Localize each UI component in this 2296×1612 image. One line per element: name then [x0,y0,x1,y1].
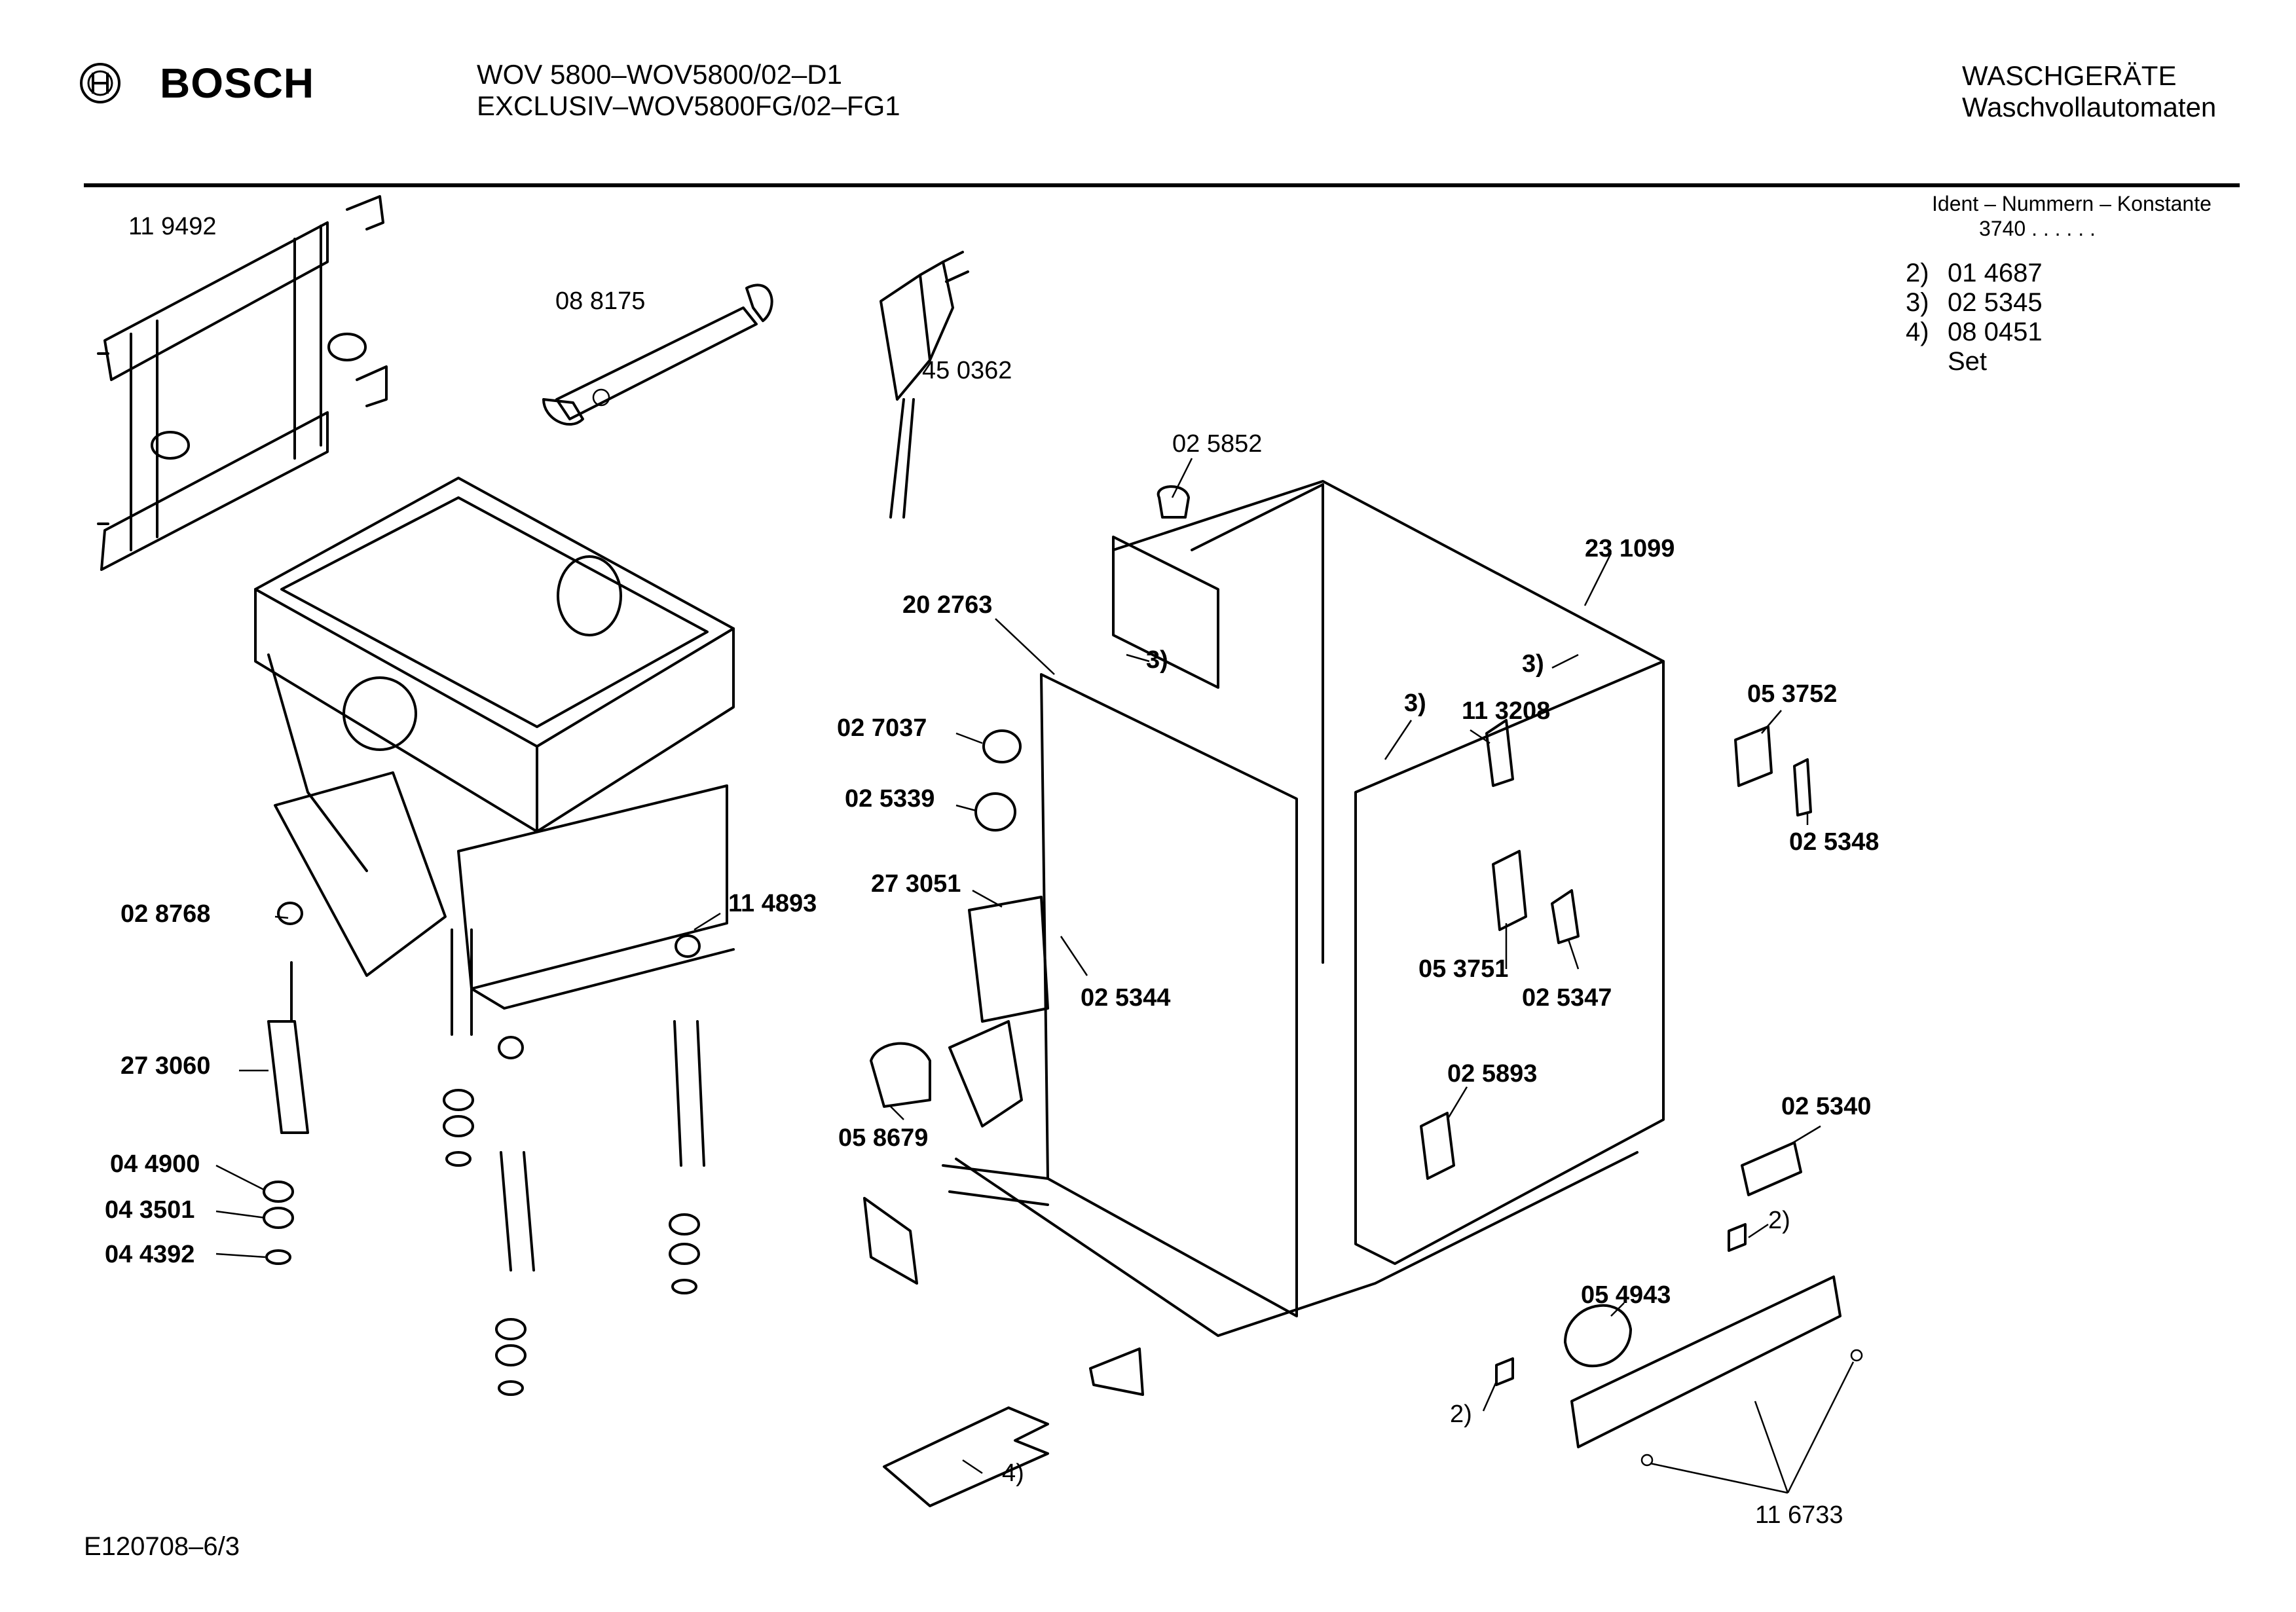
ident-title: Ident – Nummern – Konstante [1932,192,2212,215]
shock-absorbers-drawing [263,902,705,1396]
ident-value: 3740 . . . . . . [1979,217,2096,240]
ref-label-3-c: 3) [1404,689,1426,717]
part-label-054943: 05 4943 [1581,1281,1671,1309]
part-labels: 11 9492 08 8175 45 0362 02 5852 23 1099 … [105,213,1879,1529]
ident-block: Ident – Nummern – Konstante 3740 . . . .… [1932,191,2212,241]
part-label-027037: 02 7037 [837,714,927,742]
category-title: WASCHGERÄTE [1962,60,2177,91]
part-label-025893: 02 5893 [1447,1060,1537,1088]
part-label-025340: 02 5340 [1781,1093,1871,1120]
part-label-273060: 27 3060 [120,1052,210,1080]
category-block: WASCHGERÄTE Waschvollautomaten [1962,60,2216,123]
ref-label-3-b: 3) [1522,650,1544,678]
footer-code: E120708–6/3 [84,1532,240,1561]
part-label-231099: 23 1099 [1585,535,1675,562]
part-label-058679: 05 8679 [838,1124,928,1152]
leader-lines [215,458,1855,1494]
part-label-025852: 02 5852 [1172,430,1262,458]
part-label-044900: 04 4900 [110,1150,200,1178]
mounting-frame-drawing [97,195,388,571]
ref-label-2-a: 2) [1768,1207,1790,1234]
part-label-025347: 02 5347 [1522,984,1612,1012]
ref-label-3-a: 3) [1146,646,1168,674]
header-rule [84,183,2240,187]
ident-note: Set [1948,347,1988,376]
part-label-043501: 04 3501 [105,1196,194,1224]
part-label-116733: 11 6733 [1755,1501,1843,1529]
part-label-053752: 05 3752 [1747,680,1837,708]
ident-note: 4)08 0451 [1906,318,2043,346]
ident-note: 3)02 5345 [1906,288,2043,317]
ident-notes: 2)01 4687 3)02 5345 4)08 0451 Set [1906,259,2043,376]
model-block: WOV 5800–WOV5800/02–D1 EXCLUSIV–WOV5800F… [477,59,900,122]
small-parts-drawing [863,485,1863,1507]
part-label-114893: 11 4893 [728,890,817,917]
part-label-025344: 02 5344 [1081,984,1170,1012]
cabinet-drawing [942,480,1665,1337]
model-line-2: EXCLUSIV–WOV5800FG/02–FG1 [477,90,900,121]
power-cable-drawing [880,251,969,519]
part-label-119492: 11 9492 [128,213,217,240]
part-label-202763: 20 2763 [902,591,992,619]
bosch-armature-icon [80,63,120,103]
subcategory-title: Waschvollautomaten [1962,92,2217,122]
part-label-273051: 27 3051 [871,870,961,898]
part-label-088175: 08 8175 [555,287,645,315]
part-label-113208: 11 3208 [1462,697,1550,725]
ident-note: 2)01 4687 [1906,259,2043,287]
model-line-1: WOV 5800–WOV5800/02–D1 [477,59,842,90]
part-label-053751: 05 3751 [1418,955,1508,983]
part-label-044392: 04 4392 [105,1241,194,1268]
ref-label-4: 4) [1002,1459,1024,1487]
part-label-025339: 02 5339 [845,785,935,813]
wrench-drawing [542,284,773,426]
ref-label-2-b: 2) [1450,1401,1472,1428]
part-label-028768: 02 8768 [120,900,210,928]
part-label-025348: 02 5348 [1789,828,1879,856]
tub-housing-drawing [254,477,735,1010]
brand-header: BOSCH [79,59,314,107]
part-label-450362: 45 0362 [922,357,1012,384]
brand-name: BOSCH [160,60,315,107]
